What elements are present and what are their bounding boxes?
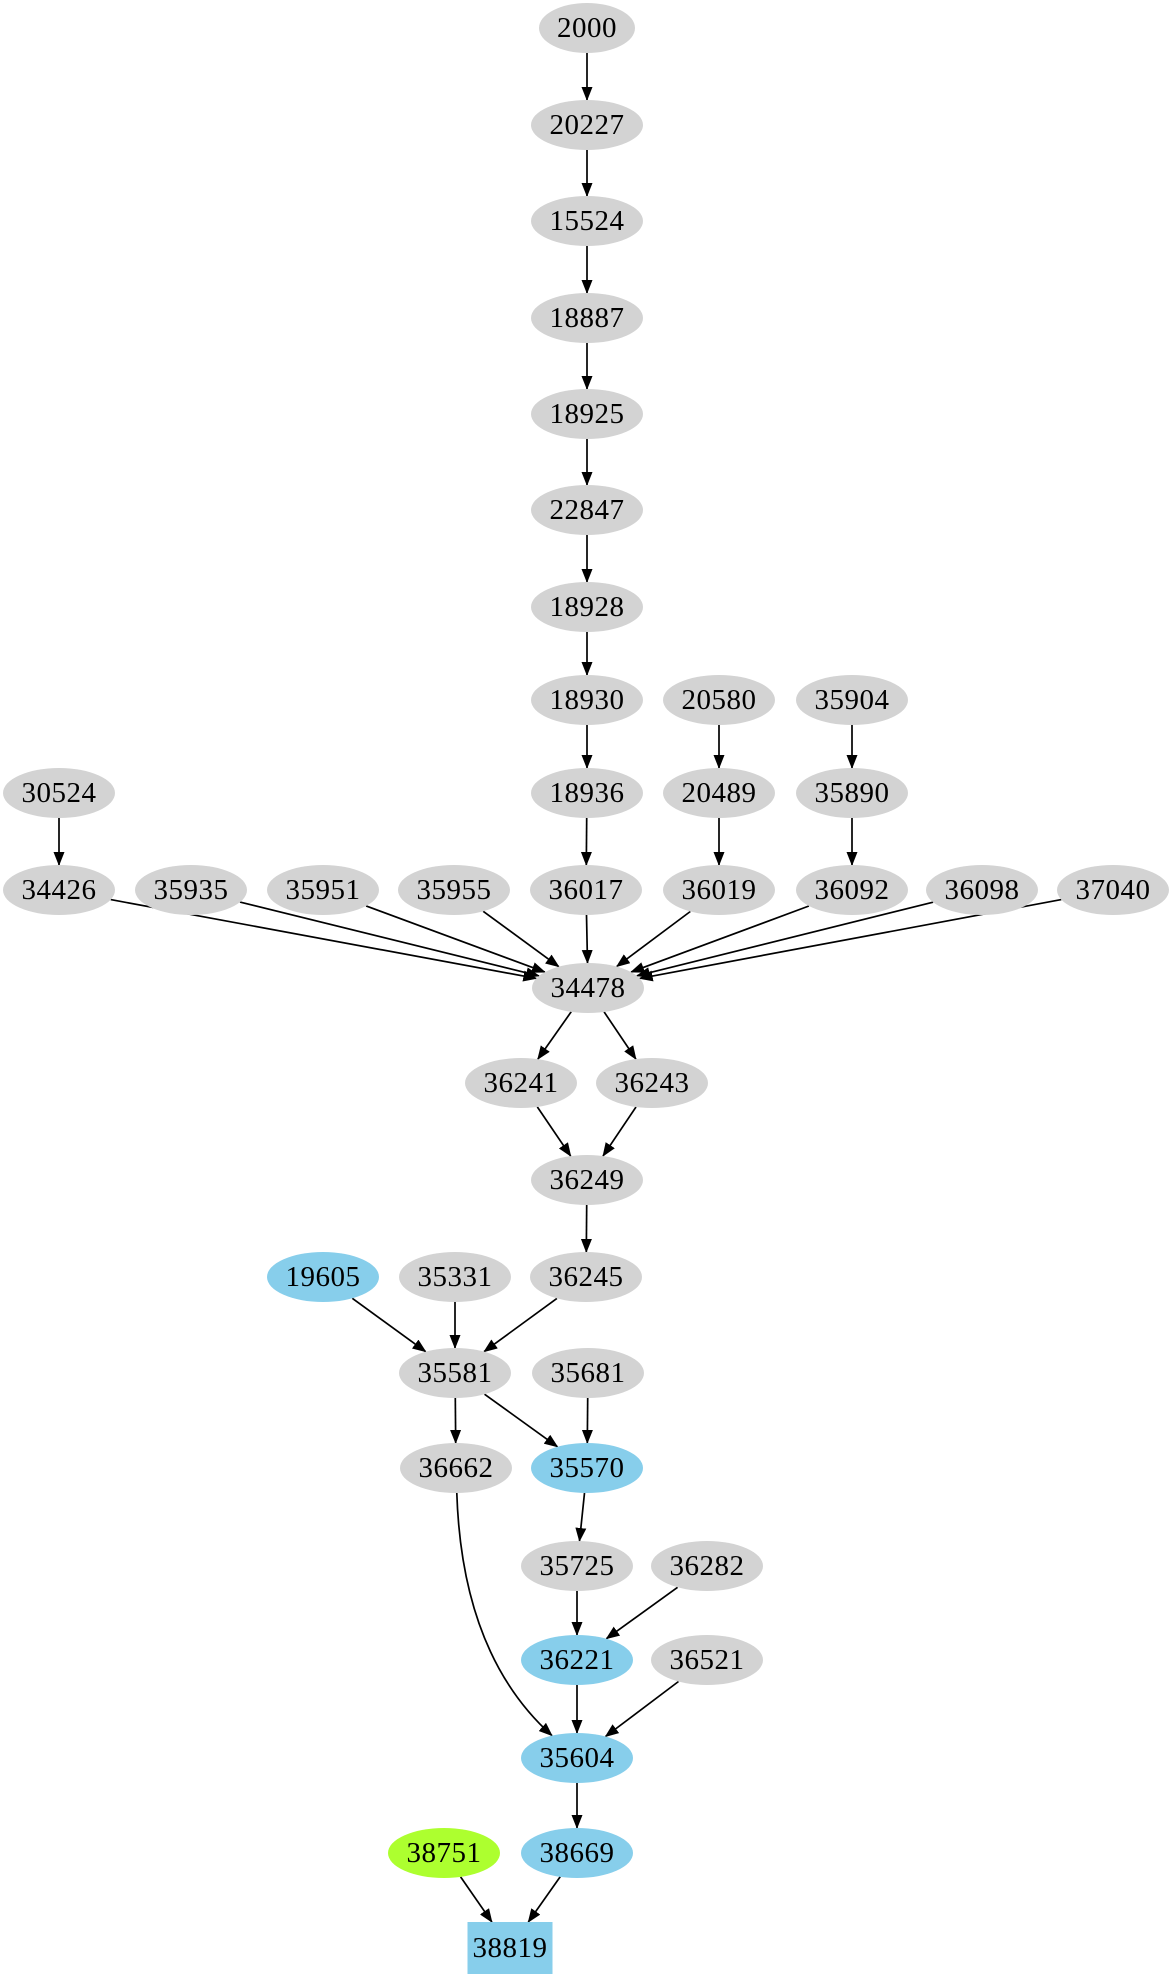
- node-35904: 35904: [796, 675, 908, 725]
- node-36221: 36221: [521, 1635, 633, 1685]
- node-36521: 36521: [651, 1635, 763, 1685]
- edge-36092-34478: [630, 905, 810, 973]
- edge-36017-34478: [581, 914, 593, 964]
- node-18928: 18928: [531, 582, 643, 632]
- node-19605: 19605: [267, 1252, 379, 1302]
- edge-35570-35725: [575, 1492, 587, 1542]
- node-2000: 2000: [539, 3, 635, 53]
- node-18936: 18936: [531, 768, 643, 818]
- edge-35951-34478: [365, 905, 546, 973]
- node-35581: 35581: [399, 1348, 511, 1398]
- node-36245: 36245: [530, 1252, 642, 1302]
- edge-36019-34478: [615, 910, 691, 968]
- node-38669: 38669: [521, 1828, 633, 1878]
- edge-36241-36249: [536, 1106, 572, 1157]
- edge-38669-38819: [527, 1876, 561, 1923]
- node-35604: 35604: [521, 1733, 633, 1783]
- edge-36521-35604: [604, 1680, 680, 1738]
- node-38819: 38819: [467, 1922, 553, 1974]
- edge-35935-34478: [239, 901, 540, 979]
- node-36249: 36249: [531, 1155, 643, 1205]
- node-35681: 35681: [532, 1348, 644, 1398]
- node-30524: 30524: [3, 768, 115, 818]
- node-18887: 18887: [531, 293, 643, 343]
- node-18930: 18930: [531, 675, 643, 725]
- edge-36098-34478: [635, 901, 934, 979]
- node-35935: 35935: [135, 865, 247, 915]
- edge-36662-35604: [455, 1492, 553, 1737]
- node-20227: 20227: [531, 100, 643, 150]
- node-36241: 36241: [465, 1058, 577, 1108]
- node-36243: 36243: [596, 1058, 708, 1108]
- node-38751: 38751: [388, 1828, 500, 1878]
- node-36098: 36098: [926, 865, 1038, 915]
- node-35955: 35955: [398, 865, 510, 915]
- node-36019: 36019: [663, 865, 775, 915]
- node-35725: 35725: [521, 1541, 633, 1591]
- edge-34478-36241: [537, 1011, 572, 1061]
- edge-36282-36221: [605, 1586, 679, 1640]
- node-36662: 36662: [400, 1443, 512, 1493]
- node-35890: 35890: [796, 768, 908, 818]
- edge-35581-35570: [484, 1393, 559, 1448]
- node-36282: 36282: [651, 1541, 763, 1591]
- node-35570: 35570: [531, 1443, 643, 1493]
- node-34426: 34426: [3, 865, 115, 915]
- node-18925: 18925: [531, 389, 643, 439]
- node-36017: 36017: [530, 865, 642, 915]
- node-36092: 36092: [796, 865, 908, 915]
- edge-36243-36249: [602, 1106, 637, 1157]
- edge-35955-34478: [482, 910, 560, 968]
- edge-36245-35581: [483, 1297, 558, 1353]
- node-37040: 37040: [1057, 865, 1169, 915]
- node-35951: 35951: [267, 865, 379, 915]
- node-22847: 22847: [531, 485, 643, 535]
- node-34478: 34478: [532, 963, 644, 1013]
- node-35331: 35331: [399, 1252, 511, 1302]
- edge-19605-35581: [351, 1297, 427, 1353]
- edge-38751-38819: [459, 1876, 493, 1923]
- node-20489: 20489: [663, 768, 775, 818]
- node-20580: 20580: [663, 675, 775, 725]
- node-15524: 15524: [531, 196, 643, 246]
- edge-34478-36243: [603, 1011, 637, 1060]
